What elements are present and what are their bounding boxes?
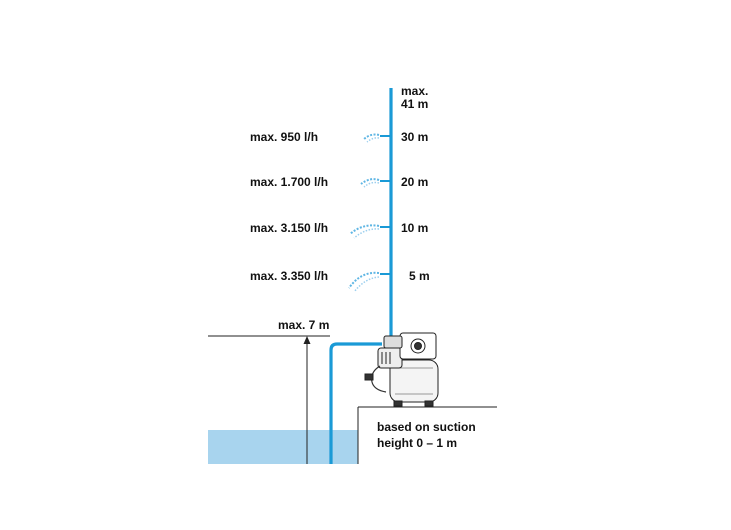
water-spray-icon xyxy=(349,224,380,235)
suction-note-line1: based on suction xyxy=(377,420,476,434)
suction-note-line2: height 0 – 1 m xyxy=(377,436,457,450)
flow-label-10m: max. 3.150 l/h xyxy=(250,221,328,235)
outlet-20m xyxy=(360,178,391,188)
max-head-value: 41 m xyxy=(401,97,428,111)
flow-label-30m: max. 950 l/h xyxy=(250,130,318,144)
water-spray-icon xyxy=(360,178,380,185)
suction-pipe xyxy=(329,342,382,464)
max-head-label: max. xyxy=(401,84,428,98)
pump-unit-icon xyxy=(364,332,439,407)
suction-max-label: max. 7 m xyxy=(278,318,329,332)
flow-label-5m: max. 3.350 l/h xyxy=(250,269,328,283)
height-label-10m: 10 m xyxy=(401,221,428,235)
water-reservoir xyxy=(208,430,358,464)
flow-label-20m: max. 1.700 l/h xyxy=(250,175,328,189)
water-spray-icon xyxy=(363,133,380,140)
outlet-30m xyxy=(363,133,391,143)
outlet-5m xyxy=(348,271,391,293)
water-spray-icon xyxy=(348,271,380,289)
height-label-30m: 30 m xyxy=(401,130,428,144)
height-label-20m: 20 m xyxy=(401,175,428,189)
height-label-5m: 5 m xyxy=(409,269,430,283)
outlet-10m xyxy=(349,224,391,239)
arrow-head-icon xyxy=(303,336,311,344)
